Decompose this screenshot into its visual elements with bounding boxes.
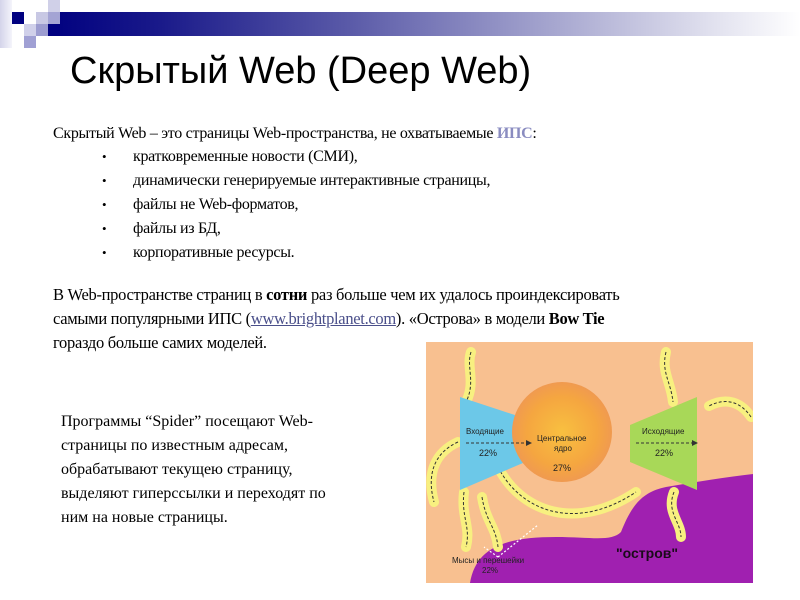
corner-square: [48, 12, 60, 24]
incoming-shape: [460, 397, 530, 490]
corner-square: [24, 12, 36, 24]
paragraph-line: Программы “Spider” посещают Web-: [61, 413, 313, 430]
bullet-label: файлы из БД,: [133, 220, 221, 237]
paragraph-line: В Web-пространстве страниц в сотни раз б…: [53, 283, 783, 307]
corner-square: [36, 24, 48, 36]
bow-tie-graphic: [426, 347, 753, 583]
bullet-list: • кратковременные новости (СМИ), • динамич…: [96, 145, 491, 265]
incoming-label: Входящие: [466, 427, 504, 436]
tendrils-value: 22%: [482, 566, 499, 575]
bullet-icon: •: [102, 173, 107, 188]
bullet-item: • корпоративные ресурсы.: [96, 241, 490, 265]
bullet-icon: •: [102, 149, 107, 164]
slide-title: Скрытый Web (Deep Web): [70, 50, 532, 92]
core-shape: [512, 382, 612, 482]
bullet-item: • файлы из БД,: [96, 217, 490, 241]
paragraph-line: страницы по известным адресам,: [61, 437, 289, 454]
paragraph-line: гораздо больше самих моделей.: [53, 333, 267, 352]
island-label: "остров": [616, 545, 678, 561]
tendrils-label: Мысы и перешейки: [452, 556, 525, 565]
paragraph-web-size: В Web-пространстве страниц в сотни раз б…: [53, 283, 783, 355]
bold-text: сотни: [266, 285, 308, 304]
incoming-value: 22%: [479, 448, 498, 458]
outgoing-label: Исходящие: [642, 427, 685, 436]
paragraph-line: выделяют гиперссылки и переходят по: [61, 485, 326, 502]
paragraph-line: обрабатывают текущею страницу,: [61, 461, 293, 478]
island-shape: [470, 474, 753, 583]
text-run: раз больше чем их удалось проиндексирова…: [307, 285, 620, 304]
text-run: ). «Острова» в модели: [395, 309, 549, 328]
intro-text: Скрытый Web – это страницы Web-пространс…: [53, 122, 537, 146]
core-label-2: ядро: [554, 444, 572, 453]
bullet-icon: •: [102, 245, 107, 260]
paragraph-spider: Программы “Spider” посещают Web- страниц…: [61, 410, 401, 530]
bow-tie-diagram: Входящие 22% Центральное ядро 27% Исходя…: [426, 342, 753, 583]
intro-text-after: :: [532, 125, 537, 142]
bullet-label: кратковременные новости (СМИ),: [133, 148, 358, 165]
corner-square: [36, 12, 48, 24]
corner-fade: [0, 0, 12, 48]
core-label-1: Центральное: [537, 434, 587, 443]
paragraph-line: самыми популярными ИПС (www.brightplanet…: [53, 307, 783, 331]
outgoing-value: 22%: [655, 448, 674, 458]
paragraph-line: ним на новые страницы.: [61, 509, 228, 526]
corner-square: [48, 24, 60, 36]
bullet-label: файлы не Web-форматов,: [133, 196, 299, 213]
header-gradient-bar: [48, 12, 800, 36]
bullet-item: • файлы не Web-форматов,: [96, 193, 490, 217]
bullet-item: • динамически генерируемые интерактивные …: [96, 169, 491, 193]
bullet-label: динамически генерируемые интерактивные с…: [133, 172, 491, 189]
intro-text-before: Скрытый Web – это страницы Web-пространс…: [53, 125, 497, 142]
corner-square: [12, 12, 24, 24]
core-value: 27%: [553, 463, 572, 473]
bullet-icon: •: [102, 221, 107, 236]
bold-text: Bow Tie: [548, 309, 605, 328]
ips-highlight: ИПС: [496, 125, 533, 142]
bullet-icon: •: [102, 197, 107, 212]
text-run: самыми популярными ИПС (: [53, 309, 251, 328]
bullet-item: • кратковременные новости (СМИ),: [96, 145, 490, 169]
bullet-label: корпоративные ресурсы.: [133, 244, 295, 261]
corner-square: [24, 36, 36, 48]
corner-square: [48, 0, 60, 12]
corner-square: [24, 24, 36, 36]
brightplanet-link[interactable]: www.brightplanet.com: [250, 309, 396, 328]
text-run: В Web-пространстве страниц в: [53, 285, 267, 304]
